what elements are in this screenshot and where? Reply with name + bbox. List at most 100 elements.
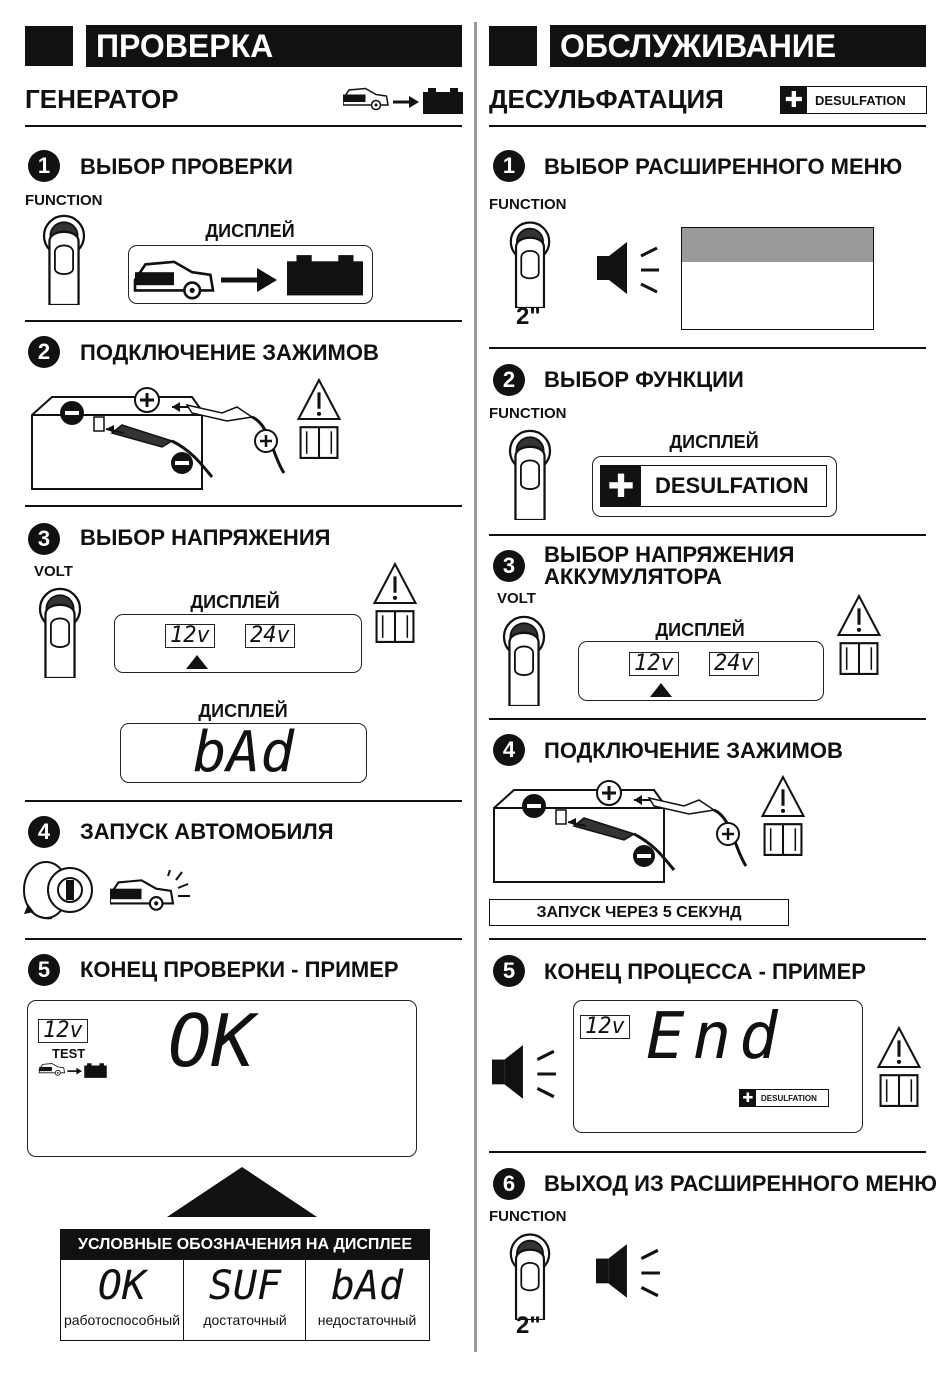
voltage-12v-indicator: 12v	[38, 1019, 88, 1043]
legend-code: bAd	[330, 1263, 404, 1309]
selection-triangle-icon	[186, 655, 208, 669]
right-step5-num: 5	[493, 955, 525, 987]
test-label: TEST	[52, 1046, 86, 1061]
desulfation-badge-label: DESULFATION	[815, 92, 906, 108]
right-header-block	[489, 26, 537, 66]
legend-label: достаточный	[203, 1312, 287, 1328]
right-step3-button-label: VOLT	[497, 590, 536, 607]
left-step4-num: 4	[28, 816, 60, 848]
volt-button-finger-icon[interactable]	[30, 578, 90, 678]
left-subheader: ГЕНЕРАТОР	[25, 84, 179, 114]
warning-manual-icon	[760, 775, 806, 857]
result-ok-readout: OK	[168, 999, 255, 1083]
right-rule-5	[489, 1151, 926, 1153]
legend-cell-suf: SUF достаточный	[183, 1260, 306, 1340]
right-step3-num: 3	[493, 550, 525, 582]
left-rule-2	[25, 505, 462, 507]
car-to-battery-icon	[38, 1063, 107, 1078]
left-step3-button-label: VOLT	[34, 563, 73, 580]
left-step5-num: 5	[28, 954, 60, 986]
right-subheader: ДЕСУЛЬФАТАЦИЯ	[489, 84, 724, 114]
right-step6-button-label: FUNCTION	[489, 1208, 567, 1225]
legend-label: работоспособный	[63, 1312, 181, 1328]
left-rule-0	[25, 125, 462, 127]
plus-icon: ✚	[740, 1090, 756, 1106]
start-delay-note: ЗАПУСК ЧЕРЕЗ 5 СЕКУНД	[489, 899, 789, 926]
right-step4-num: 4	[493, 734, 525, 766]
left-rule-1	[25, 320, 462, 322]
left-header-title: ПРОВЕРКА	[86, 25, 462, 67]
right-rule-2	[489, 534, 926, 536]
right-step1-button-label: FUNCTION	[489, 196, 567, 213]
hold-duration-label: 2"	[516, 303, 541, 330]
battery-clamps-illustration	[30, 386, 286, 491]
right-step2-num: 2	[493, 364, 525, 396]
left-header-block	[25, 26, 73, 66]
right-step3-display-label: ДИСПЛЕЙ	[655, 620, 745, 640]
left-step5-title: КОНЕЦ ПРОВЕРКИ - ПРИМЕР	[80, 957, 399, 982]
plus-icon: ✚	[601, 466, 641, 506]
car-to-battery-icon	[343, 87, 463, 114]
legend-label: недостаточный	[317, 1312, 417, 1328]
desulfation-badge: ✚ DESULFATION	[600, 465, 827, 507]
warning-manual-icon	[372, 562, 418, 644]
car-to-battery-icon	[133, 255, 363, 300]
left-step3-voltage-display: 12v 24v	[114, 614, 362, 673]
left-step5-result-display: 12v TEST OK	[27, 1000, 417, 1157]
battery-clamps-illustration	[492, 779, 748, 884]
legend-title: УСЛОВНЫЕ ОБОЗНАЧЕНИЯ НА ДИСПЛЕЕ	[61, 1230, 429, 1260]
right-step5-title: КОНЕЦ ПРОЦЕССА - ПРИМЕР	[544, 959, 866, 984]
left-rule-3	[25, 800, 462, 802]
hold-duration-label: 2"	[516, 1312, 541, 1339]
right-rule-0	[489, 125, 926, 127]
left-rule-4	[25, 938, 462, 940]
legend-code: SUF	[208, 1263, 282, 1309]
legend-code: OK	[97, 1263, 147, 1309]
left-step1-num: 1	[28, 150, 60, 182]
volt-button-finger-icon[interactable]	[494, 606, 554, 706]
right-step3-voltage-display: 12v 24v	[578, 641, 824, 701]
selection-triangle-icon	[650, 683, 672, 697]
warning-manual-icon	[836, 594, 882, 676]
menu-display	[681, 227, 874, 330]
legend-cell-bad: bAd недостаточный	[305, 1260, 428, 1340]
function-button-finger-icon[interactable]	[500, 1224, 560, 1320]
speaker-beep-icon	[492, 1044, 558, 1101]
warning-manual-icon	[876, 1026, 922, 1108]
left-step3-bad-display: bAd	[120, 723, 367, 783]
legend-table: УСЛОВНЫЕ ОБОЗНАЧЕНИЯ НА ДИСПЛЕЕ OK работ…	[60, 1229, 430, 1341]
right-rule-1	[489, 347, 926, 349]
desulfation-badge: ✚ DESULFATION	[780, 86, 927, 114]
left-step2-title: ПОДКЛЮЧЕНИЕ ЗАЖИМОВ	[80, 340, 379, 365]
voltage-12v-indicator: 12v	[580, 1015, 630, 1039]
right-step6-title: ВЫХОД ИЗ РАСШИРЕННОГО МЕНЮ	[544, 1171, 937, 1196]
function-button-finger-icon[interactable]	[500, 212, 560, 308]
function-button-finger-icon[interactable]	[500, 420, 560, 520]
speaker-beep-icon	[596, 1244, 662, 1300]
warning-manual-icon	[296, 378, 342, 460]
right-rule-4	[489, 938, 926, 940]
right-step2-display: ✚ DESULFATION	[592, 456, 837, 517]
legend-cell-ok: OK работоспособный	[61, 1260, 183, 1340]
legend-cells: OK работоспособный SUF достаточный bAd н…	[61, 1260, 429, 1340]
desulfation-badge-label: DESULFATION	[761, 1093, 817, 1103]
right-step1-num: 1	[493, 150, 525, 182]
plus-icon: ✚	[781, 87, 807, 113]
voltage-12v-option: 12v	[165, 624, 215, 648]
left-step4-title: ЗАПУСК АВТОМОБИЛЯ	[80, 819, 334, 844]
right-step2-button-label: FUNCTION	[489, 405, 567, 422]
right-step2-display-label: ДИСПЛЕЙ	[669, 432, 759, 452]
left-step3-display-label-2: ДИСПЛЕЙ	[198, 701, 288, 721]
left-step1-button-label: FUNCTION	[25, 192, 103, 209]
car-start-icon	[110, 870, 190, 911]
left-step1-title: ВЫБОР ПРОВЕРКИ	[80, 154, 293, 179]
left-step2-num: 2	[28, 336, 60, 368]
right-step1-title: ВЫБОР РАСШИРЕННОГО МЕНЮ	[544, 154, 903, 179]
right-header-title: ОБСЛУЖИВАНИЕ	[550, 25, 926, 67]
voltage-12v-option: 12v	[629, 652, 679, 676]
menu-display-highlight	[682, 228, 873, 262]
left-step3-num: 3	[28, 523, 60, 555]
left-step1-display-label: ДИСПЛЕЙ	[205, 221, 295, 241]
right-step3-title-line2: АККУМУЛЯТОРА	[544, 564, 723, 589]
function-button-finger-icon[interactable]	[34, 205, 94, 305]
